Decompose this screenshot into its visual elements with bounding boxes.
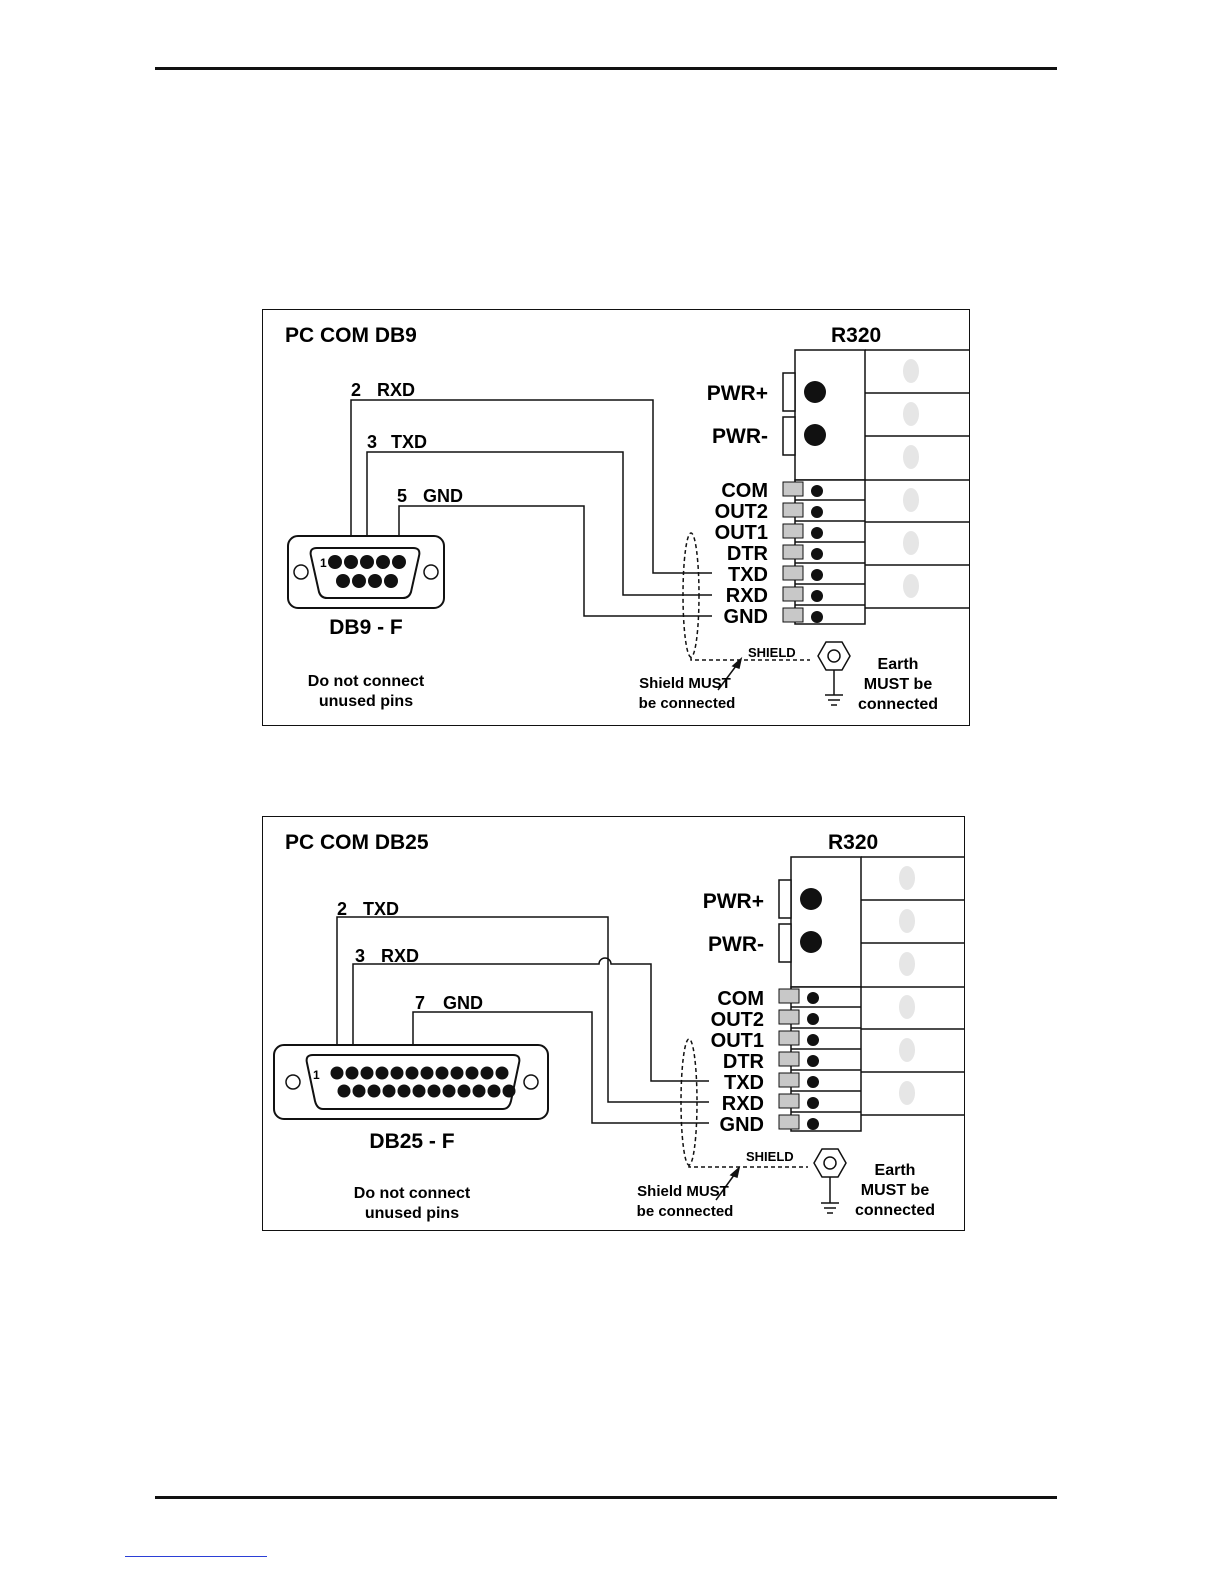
shield-label: SHIELD bbox=[746, 1149, 794, 1164]
terminal-com: COM bbox=[721, 480, 768, 502]
terminal-screws bbox=[903, 359, 919, 598]
terminal-rxd: RXD bbox=[722, 1093, 764, 1115]
terminal-pwr-minus: PWR- bbox=[708, 933, 764, 956]
pwr-minus-screw bbox=[804, 424, 826, 446]
terminal-dtr: DTR bbox=[727, 543, 769, 565]
terminal-block bbox=[782, 349, 969, 625]
db9-diagram-canvas: PC COM DB9 R320 PWR+ PWR- COM OUT2 OUT1 … bbox=[285, 324, 969, 713]
db25-connector bbox=[273, 1044, 549, 1120]
wire-signal-gnd: GND bbox=[423, 486, 463, 506]
terminal-screws bbox=[899, 866, 915, 1105]
terminal-dots bbox=[811, 485, 823, 623]
earth-note-2: MUST be bbox=[861, 1182, 930, 1199]
shield-note-1: Shield MUST bbox=[637, 1183, 729, 1200]
wire-signal-rxd: RXD bbox=[377, 380, 415, 400]
terminal-out2: OUT2 bbox=[715, 501, 768, 523]
earth-note-1: Earth bbox=[878, 656, 919, 673]
wire-pin-3: 3 bbox=[367, 432, 377, 452]
terminal-pads bbox=[782, 481, 804, 623]
shield-arrow bbox=[715, 1165, 741, 1201]
wire-signal-rxd: RXD bbox=[381, 946, 419, 966]
shield-arrow bbox=[717, 656, 743, 691]
earth-note-3: connected bbox=[858, 696, 938, 713]
terminal-out2: OUT2 bbox=[711, 1009, 764, 1031]
terminal-pwr-plus: PWR+ bbox=[707, 382, 768, 405]
wires bbox=[336, 916, 709, 1124]
terminal-dtr: DTR bbox=[723, 1051, 765, 1073]
terminal-pwr-minus: PWR- bbox=[712, 425, 768, 448]
shield-note-2: be connected bbox=[639, 695, 736, 712]
earth-note-3: connected bbox=[855, 1202, 935, 1219]
earth-ground-icon bbox=[817, 641, 851, 706]
terminal-txd: TXD bbox=[724, 1072, 764, 1094]
shield-loop bbox=[682, 532, 810, 661]
connector-label: DB9 - F bbox=[329, 616, 403, 639]
terminal-gnd: GND bbox=[724, 606, 768, 628]
note-line-2: unused pins bbox=[319, 693, 413, 710]
earth-note-2: MUST be bbox=[864, 676, 933, 693]
wire-signal-txd: TXD bbox=[363, 899, 399, 919]
db25-diagram-canvas: PC COM DB25 R320 PWR+ PWR- COM OUT2 OUT1… bbox=[273, 831, 964, 1222]
wire-pin-3: 3 bbox=[355, 946, 365, 966]
terminal-pwr-plus: PWR+ bbox=[703, 890, 764, 913]
wire-pin-2: 2 bbox=[351, 380, 361, 400]
terminal-dots bbox=[807, 992, 819, 1130]
pwr-plus-screw bbox=[804, 381, 826, 403]
note-line-2: unused pins bbox=[365, 1205, 459, 1222]
pin1-marker: 1 bbox=[320, 556, 327, 570]
diagram-title: PC COM DB25 bbox=[285, 831, 429, 854]
db9-wiring-diagram: PC COM DB9 R320 PWR+ PWR- COM OUT2 OUT1 … bbox=[262, 309, 970, 726]
terminal-txd: TXD bbox=[728, 564, 768, 586]
note-line-1: Do not connect bbox=[354, 1185, 471, 1202]
wire-signal-gnd: GND bbox=[443, 993, 483, 1013]
terminal-out1: OUT1 bbox=[715, 522, 768, 544]
header-rule bbox=[155, 67, 1057, 70]
wire-signal-txd: TXD bbox=[391, 432, 427, 452]
pin1-marker: 1 bbox=[313, 1068, 320, 1082]
shield-note-1: Shield MUST bbox=[639, 675, 731, 692]
device-label: R320 bbox=[831, 324, 881, 347]
pwr-minus-screw bbox=[800, 931, 822, 953]
terminal-out1: OUT1 bbox=[711, 1030, 764, 1052]
shield-label: SHIELD bbox=[748, 645, 796, 660]
note-line-1: Do not connect bbox=[308, 673, 425, 690]
db25-wiring-diagram: PC COM DB25 R320 PWR+ PWR- COM OUT2 OUT1… bbox=[262, 816, 965, 1231]
diagram-title: PC COM DB9 bbox=[285, 324, 417, 347]
shield-note-2: be connected bbox=[637, 1203, 734, 1220]
connector-label: DB25 - F bbox=[369, 1130, 454, 1153]
wires bbox=[350, 399, 712, 617]
wire-pin-5: 5 bbox=[397, 486, 407, 506]
terminal-gnd: GND bbox=[720, 1114, 764, 1136]
footer-rule bbox=[155, 1496, 1057, 1499]
wire-pin-7: 7 bbox=[415, 993, 425, 1013]
earth-ground-icon bbox=[813, 1148, 847, 1214]
terminal-com: COM bbox=[717, 988, 764, 1010]
terminal-pads bbox=[778, 988, 800, 1130]
shield-loop bbox=[680, 1038, 808, 1168]
pwr-plus-screw bbox=[800, 888, 822, 910]
footer-link-underline[interactable] bbox=[125, 1556, 267, 1557]
earth-note-1: Earth bbox=[875, 1162, 916, 1179]
db9-connector bbox=[287, 535, 445, 609]
wire-pin-2: 2 bbox=[337, 899, 347, 919]
device-label: R320 bbox=[828, 831, 878, 854]
terminal-rxd: RXD bbox=[726, 585, 768, 607]
